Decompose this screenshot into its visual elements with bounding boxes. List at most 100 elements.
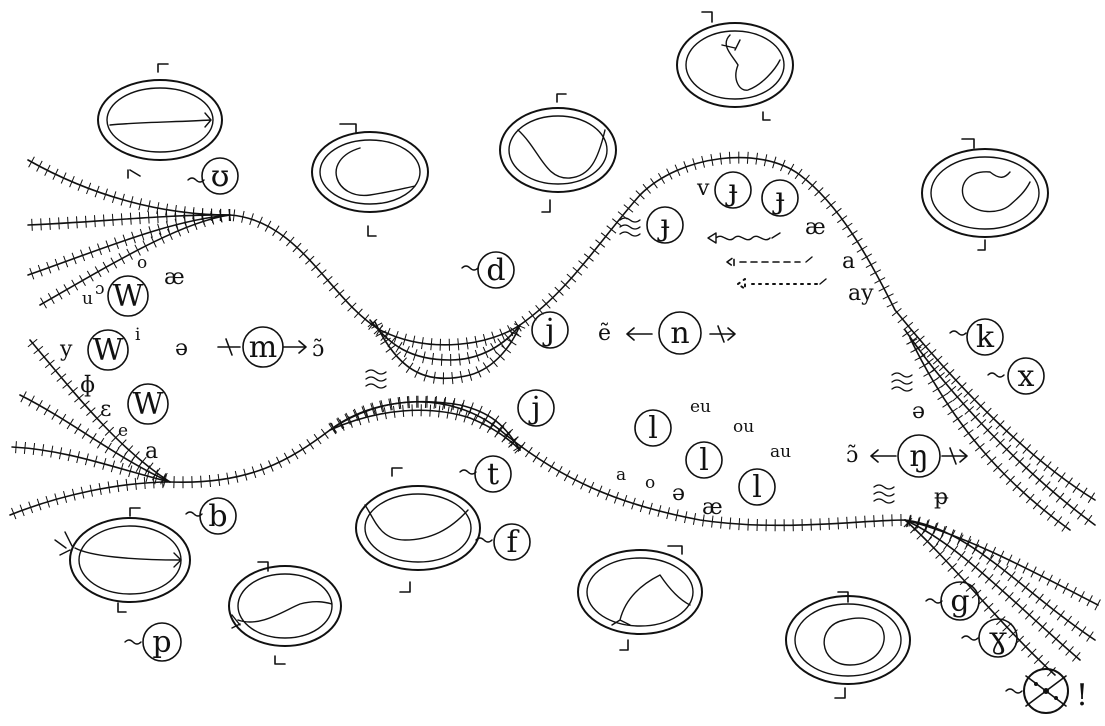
label-ae-3: æ [805,215,826,240]
track-hatch-tick [533,452,540,462]
track-hatch-tick [607,226,616,234]
track-hatch-tick [64,284,70,294]
track-hatch-tick [1088,493,1094,503]
label-nasal-e: ẽ [598,321,611,346]
track-hatch-tick [948,408,958,415]
track-hatch-tick [658,173,664,183]
track-hatch-tick [153,476,154,488]
node-j2-letter: j [528,391,540,426]
arrow-wavy [708,233,770,243]
track-hatch-tick [1064,616,1071,626]
track-hatch-tick [1066,478,1073,488]
track-hatch-tick [56,289,62,299]
label-a-1: a [145,439,158,464]
track-hatch-tick [491,343,497,353]
water-mark-4 [874,485,894,503]
node-x-letter: x [1018,359,1035,394]
track-hatch-tick [406,363,413,373]
node-t-circle: t [475,456,511,492]
node-l2-letter: l [699,443,709,478]
track-hatch-tick [485,410,491,420]
track-hatch-tick [525,447,532,457]
arrow-m-right [283,341,306,353]
track-hatch-tick [280,231,287,241]
label-phi: ɸ [80,373,95,398]
node-f-circle: f [494,524,530,560]
arrow-dotted [738,279,818,289]
track-hatch-tick [856,516,857,528]
node-k-circle: k [967,319,1003,355]
track-hatch-tick [407,396,408,408]
track-hatch-tick [501,346,510,353]
track-hatch-tick [1070,504,1077,513]
track-hatch-tick [452,372,453,384]
track-hatch-tick [1050,605,1057,614]
label-y: y [59,337,73,362]
vignette-bottom-center [356,468,480,592]
track-hatch-tick [883,294,894,299]
node-m-circle: m [243,327,283,367]
label-u: u [82,289,93,309]
tail-wavy [772,233,826,284]
track-hatch-tick [59,217,60,229]
vignette-bottom-left [55,508,190,612]
track-hatch-tick [1047,575,1052,586]
track-hatch-tick [564,471,570,482]
track-hatch-tick [119,253,125,264]
track-hatch-tick [898,315,907,323]
label-o-2: o [645,473,655,493]
track-hatch-tick [879,286,890,292]
track-hatch-tick [820,518,821,530]
node-d-letter: d [486,253,505,288]
track-hatch-tick [24,442,25,454]
track-hatch-tick [965,557,973,566]
node-j2-circle: j [518,390,554,426]
track-hatch-tick [487,422,493,432]
node-p-circle: p [143,623,181,661]
track-hatch-tick [1095,600,1101,611]
track-hatch-tick [95,215,96,227]
track-hatch-tick [972,544,979,554]
track-hatch-tick [994,560,1001,570]
track-hatch-tick [87,271,93,281]
node-f-letter: f [506,525,519,560]
label-e: e [118,421,128,441]
track-hatch-tick [233,209,234,221]
track-hatch-tick [837,216,847,223]
track-hatch-tick [944,540,951,550]
track-hatch-tick [68,217,69,229]
track-hatch-tick [951,546,958,556]
track-hatch-tick [111,258,117,269]
track-network [10,158,1098,675]
label-open-o: ɔ [95,279,105,299]
track-hatch-tick [52,409,58,419]
track-hatch-tick [77,216,78,228]
track-hatch-tick [29,396,35,407]
track-hatch-tick [958,551,966,560]
track-hatch-tick [541,457,547,467]
node-ipa2-letter: ɟ [725,173,737,208]
track-hatch-tick [747,152,748,164]
track-hatch-tick [506,339,516,345]
track-hatch-tick [928,378,938,384]
node-w2-letter: W [93,333,124,368]
track-hatch-tick [720,153,721,165]
node-ipa1-letter: ɟ [657,208,669,243]
track-hatch-tick [667,169,673,180]
node-ipa3-letter: ɟ [772,181,784,216]
vignette-bottom-center-right [578,546,702,650]
arrow-m-left-cross [218,339,240,355]
label-i: i [135,325,141,345]
track-hatch-tick [396,342,402,352]
track-hatch-tick [459,354,460,366]
track-hatch-tick [1087,632,1094,642]
track-hatch-tick [166,211,167,223]
track-hatch-tick [130,213,131,225]
track-hatch-tick [1073,483,1080,493]
track-hatch-tick [136,461,142,472]
track-hatch-tick [1044,462,1051,471]
track-hatch-tick [874,515,875,527]
track-hatch-tick [1071,587,1077,598]
track-hatch-tick [157,211,158,223]
node-w3-circle: W [128,384,168,424]
